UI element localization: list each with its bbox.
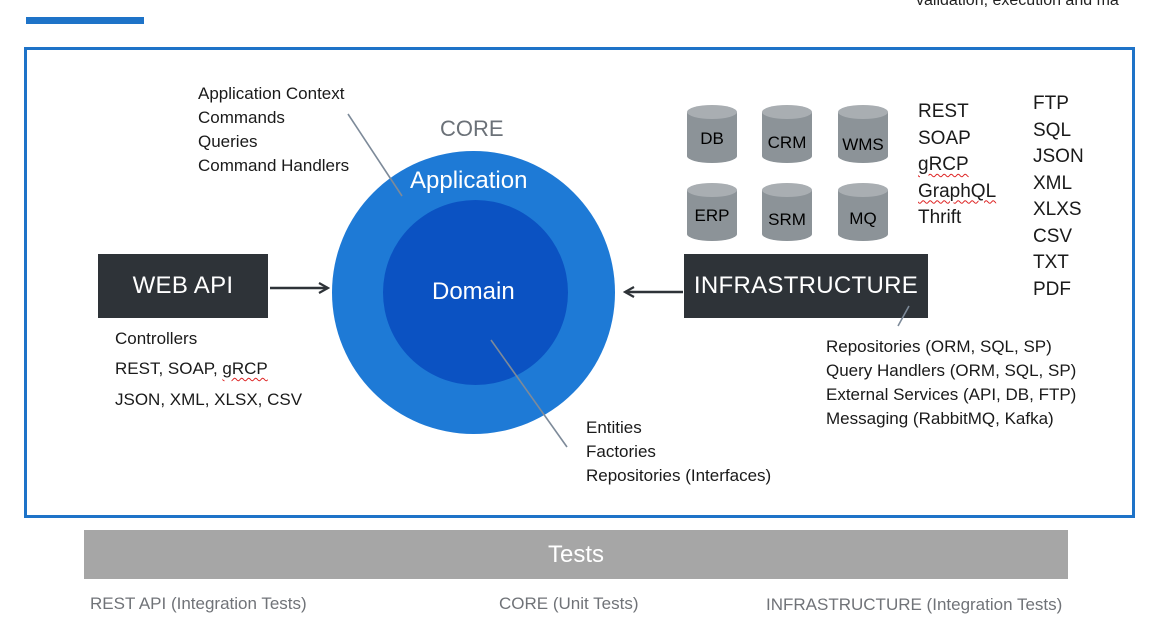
infrastructure-label: INFRASTRUCTURE	[693, 272, 919, 299]
infrastructure-item: Messaging (RabbitMQ, Kafka)	[826, 409, 1054, 428]
database-cylinder-wms: WMS	[838, 105, 888, 163]
application-item: Application Context	[198, 84, 345, 103]
database-cylinder-db: DB	[687, 105, 737, 163]
tests-label: Tests	[547, 540, 604, 568]
format-item: CSV	[1033, 225, 1073, 247]
footer-label-infrastructure: INFRASTRUCTURE (Integration Tests)	[766, 595, 1063, 614]
application-callout-line	[347, 113, 403, 197]
footer-label-rest-api: REST API (Integration Tests)	[90, 594, 307, 613]
domain-layer-circle	[383, 200, 568, 385]
protocol-item: Thrift	[918, 207, 962, 228]
database-cylinder-srm: SRM	[762, 183, 812, 241]
infrastructure-item: Query Handlers (ORM, SQL, SP)	[826, 361, 1077, 380]
footer-label-core: CORE (Unit Tests)	[499, 594, 639, 613]
protocol-list: REST SOAP gRCP GraphQL Thrift	[918, 99, 996, 232]
core-label: CORE	[440, 116, 504, 141]
format-item: JSON	[1033, 146, 1084, 167]
top-partial-text: validation, execution and ma	[916, 0, 1119, 9]
infrastructure-item: External Services (API, DB, FTP)	[826, 385, 1077, 404]
database-cylinder-crm: CRM	[762, 105, 812, 163]
format-item: XML	[1033, 172, 1073, 194]
web-api-item: JSON, XML, XLSX, CSV	[115, 390, 303, 409]
tests-bar: Tests	[84, 530, 1068, 579]
infrastructure-item: Repositories (ORM, SQL, SP)	[826, 337, 1052, 356]
database-label: DB	[700, 129, 724, 148]
format-item: FTP	[1033, 93, 1069, 114]
database-label: CRM	[768, 133, 807, 152]
application-label: Application	[410, 167, 528, 194]
application-items: Application Context Commands Queries Com…	[198, 82, 349, 178]
database-label: MQ	[849, 209, 876, 228]
database-label: SRM	[768, 210, 806, 229]
application-item: Command Handlers	[198, 156, 350, 175]
top-accent-bar	[26, 17, 144, 24]
protocol-item: GraphQL	[918, 180, 997, 202]
infrastructure-box: INFRASTRUCTURE	[684, 254, 928, 318]
web-api-box: WEB API	[98, 254, 268, 318]
domain-callout-line	[490, 339, 568, 448]
format-item: PDF	[1033, 278, 1071, 300]
application-item: Queries	[198, 132, 258, 151]
web-api-item: REST, SOAP, gRCP	[115, 359, 268, 378]
protocol-item: gRCP	[918, 154, 969, 175]
database-label: WMS	[842, 135, 884, 154]
format-item: XLXS	[1033, 199, 1082, 220]
web-api-item: Controllers	[115, 329, 198, 348]
database-label: ERP	[695, 206, 730, 225]
database-cylinder-erp: ERP	[687, 183, 737, 241]
domain-label: Domain	[432, 278, 515, 305]
infrastructure-callout-line	[897, 305, 910, 327]
web-api-label: WEB API	[132, 272, 234, 299]
infrastructure-items: Repositories (ORM, SQL, SP) Query Handle…	[826, 335, 1076, 431]
application-item: Commands	[198, 108, 285, 127]
domain-item: Factories	[586, 442, 656, 461]
protocol-item: SOAP	[918, 127, 971, 149]
domain-item: Repositories (Interfaces)	[586, 466, 772, 485]
architecture-frame	[24, 47, 1135, 518]
protocol-item: REST	[918, 101, 969, 122]
database-cylinder-mq: MQ	[838, 183, 888, 241]
domain-items: Entities Factories Repositories (Interfa…	[586, 416, 771, 488]
format-list: FTP SQL JSON XML XLXS CSV TXT PDF	[1033, 91, 1084, 303]
domain-item: Entities	[586, 418, 642, 437]
format-item: TXT	[1033, 252, 1069, 273]
format-item: SQL	[1033, 119, 1072, 141]
